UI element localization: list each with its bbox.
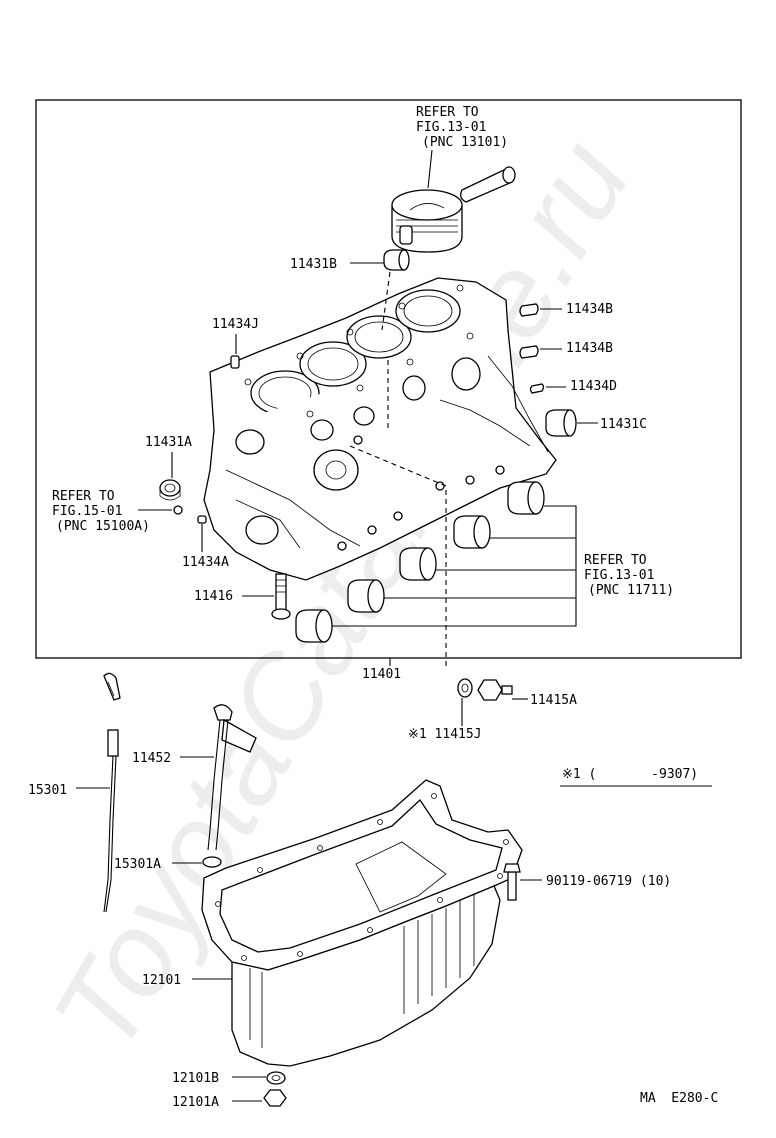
- 15301a-oring: [202, 856, 222, 868]
- label-12101a: 12101A: [172, 1095, 219, 1110]
- 15301-dipstick: [103, 672, 121, 913]
- note-range: ※1 ( -9307): [562, 767, 698, 782]
- piston-ref-line3: (PNC 13101): [422, 135, 508, 150]
- label-11452: 11452: [132, 751, 171, 766]
- figure-code: MA E280-C: [640, 1091, 718, 1106]
- oil-pump-ref-line2: FIG.15-01: [52, 504, 122, 519]
- label-12101: 12101: [142, 973, 181, 988]
- label-15301a: 15301A: [114, 857, 161, 872]
- label-11415j: ※1 11415J: [408, 727, 482, 742]
- bearings-ref-line1: REFER TO: [584, 553, 647, 568]
- 11415j-gasket: [457, 678, 473, 698]
- label-11434j: 11434J: [212, 317, 259, 332]
- label-12101b: 12101B: [172, 1071, 219, 1086]
- bearings-ref-line3: (PNC 11711): [588, 583, 674, 598]
- 12101b-gasket: [266, 1071, 286, 1085]
- label-11434d: 11434D: [570, 379, 617, 394]
- 11415a-plug: [477, 679, 513, 701]
- 11434b-plug-1: [519, 303, 539, 317]
- 11434d-plug: [529, 383, 545, 394]
- oil-pump-dowel: [173, 505, 183, 515]
- oil-pump-ref-line1: REFER TO: [52, 489, 115, 504]
- label-11431c: 11431C: [600, 417, 647, 432]
- piston-drawing: [391, 166, 516, 253]
- piston-ref-line1: REFER TO: [416, 105, 479, 120]
- 11431b-ring: [383, 249, 410, 271]
- label-11431a: 11431A: [145, 435, 192, 450]
- 11434b-plug-2: [519, 345, 539, 359]
- 11434a-pin: [197, 515, 207, 524]
- label-15301: 15301: [28, 783, 67, 798]
- cylinder-block-drawing: [203, 277, 557, 581]
- label-90119: 90119-06719 (10): [546, 874, 671, 889]
- 11431a-seal: [159, 479, 181, 501]
- label-11415a: 11415A: [530, 693, 577, 708]
- 90119-bolt: [503, 863, 521, 901]
- label-11416: 11416: [194, 589, 233, 604]
- label-11434a: 11434A: [182, 555, 229, 570]
- engine-block-frame: [35, 99, 742, 659]
- label-11401: 11401: [362, 667, 401, 682]
- bearings-ref-line2: FIG.13-01: [584, 568, 654, 583]
- label-11434b-1: 11434B: [566, 302, 613, 317]
- piston-ref-line2: FIG.13-01: [416, 120, 486, 135]
- 11452-guide: [207, 704, 257, 851]
- 11416-stud: [271, 573, 291, 620]
- 12101a-plug: [263, 1089, 287, 1107]
- oil-pan-drawing: [201, 779, 523, 1067]
- 11431c-seal: [545, 409, 577, 437]
- oil-pump-ref-line3: (PNC 15100A): [56, 519, 150, 534]
- label-11434b-2: 11434B: [566, 341, 613, 356]
- main-bearings: [295, 481, 545, 643]
- 11434j-plug: [230, 355, 240, 369]
- label-11431b: 11431B: [290, 257, 337, 272]
